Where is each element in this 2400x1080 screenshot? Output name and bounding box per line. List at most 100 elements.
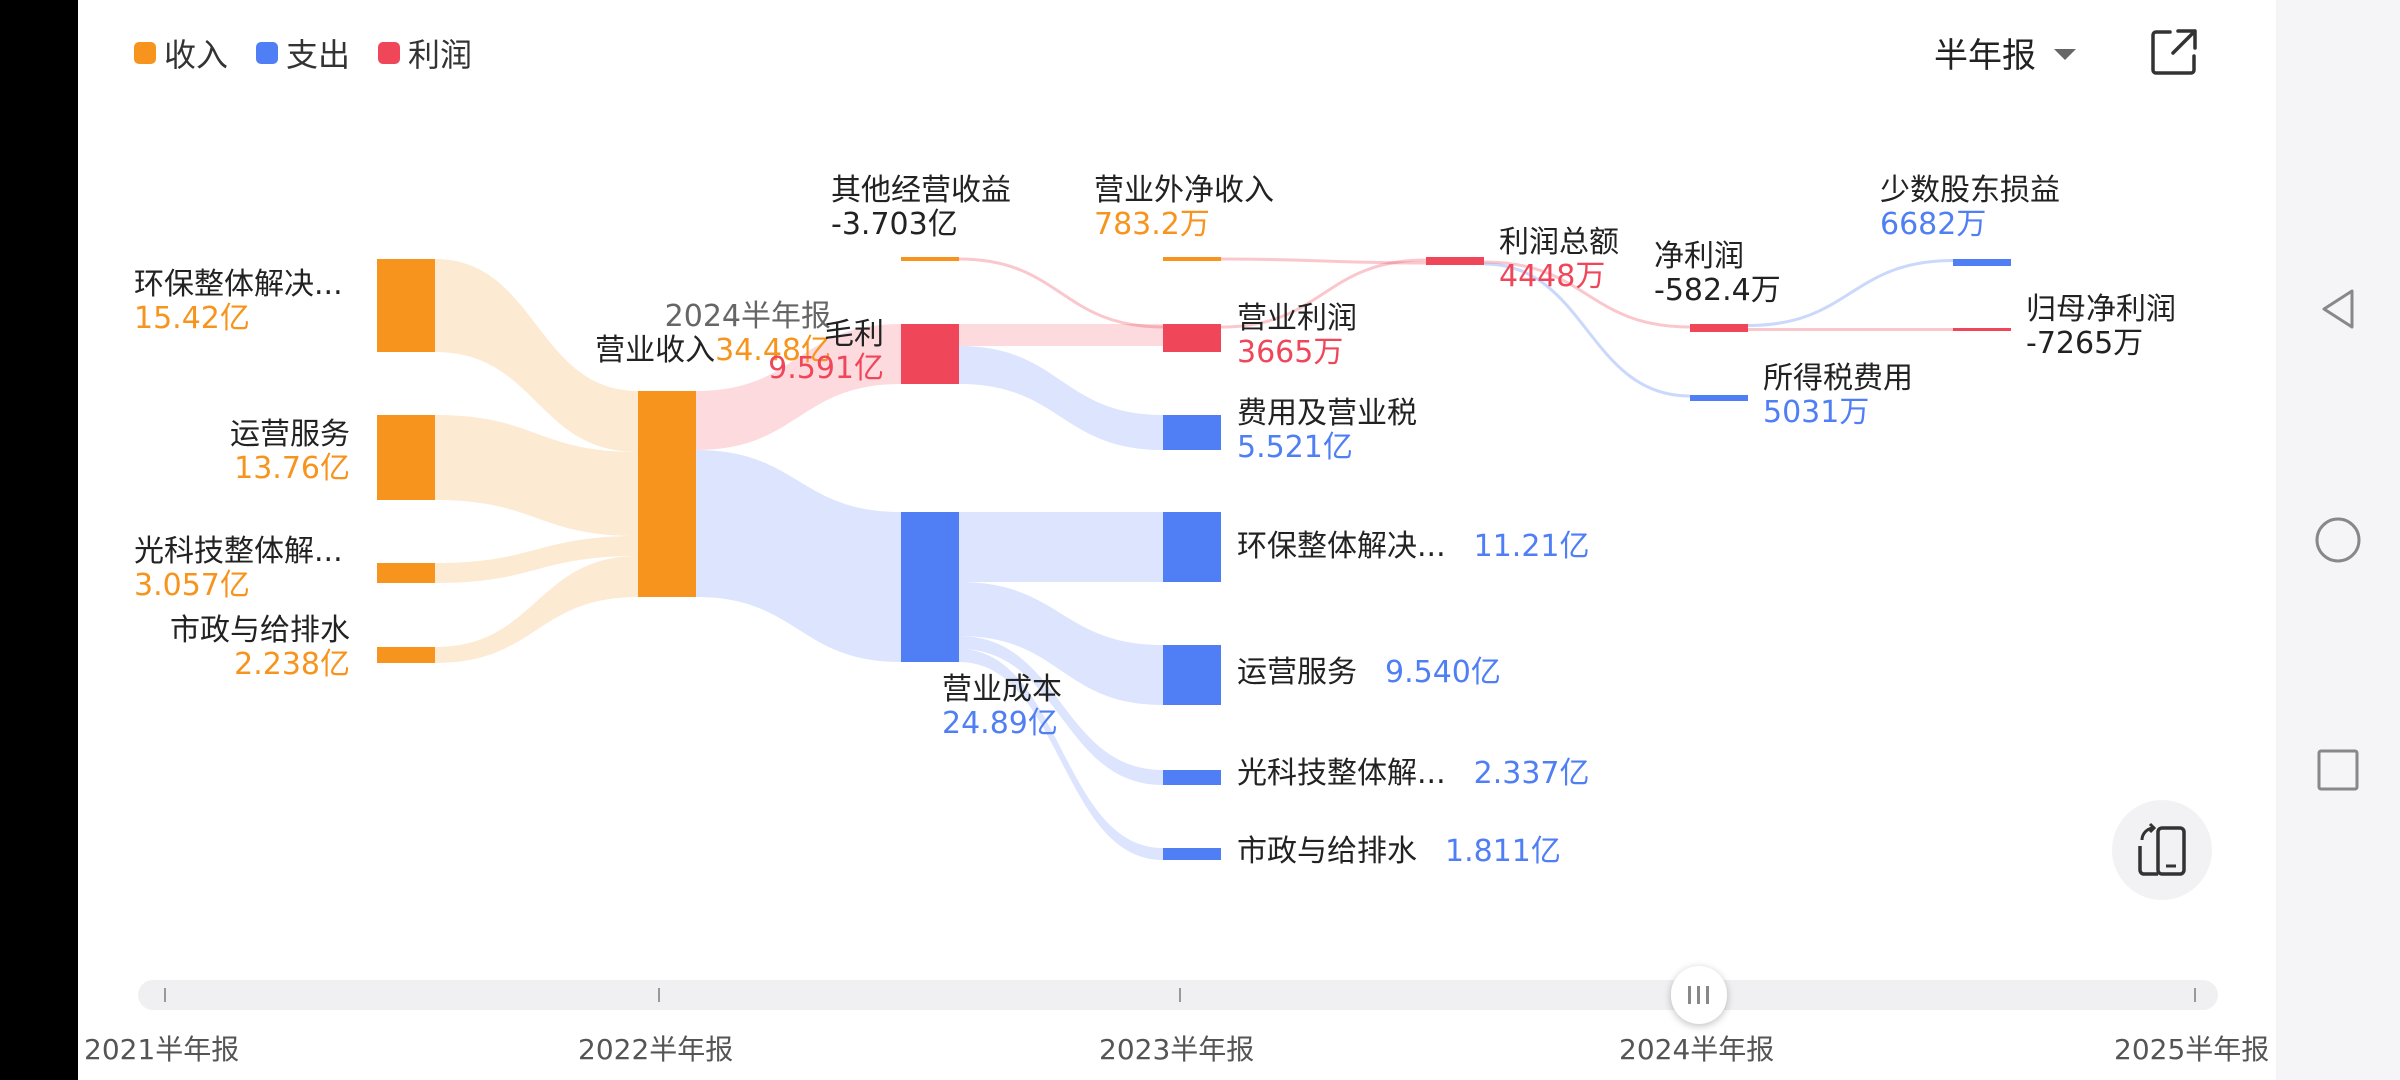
sankey-label-ops_cost: 运营服务 9.540亿 xyxy=(1237,656,1501,690)
sankey-node-cost[interactable] xyxy=(901,512,959,662)
rotate-screen-button[interactable] xyxy=(2112,800,2212,900)
node-name: 所得税费用 xyxy=(1763,361,1913,396)
sankey-node-ops_rev[interactable] xyxy=(377,415,435,500)
node-value: 13.76亿 xyxy=(234,451,350,486)
sankey-node-fees[interactable] xyxy=(1163,415,1221,450)
legend-label-expense: 支出 xyxy=(286,36,351,74)
sankey-node-nonop[interactable] xyxy=(1163,257,1221,261)
sankey-node-parent_np[interactable] xyxy=(1953,328,2011,331)
node-name: 其他经营收益 xyxy=(831,173,1011,208)
triangle-back-icon[interactable] xyxy=(2320,287,2356,331)
sankey-link-opt_rev-revenue[interactable] xyxy=(435,536,638,583)
node-name: 光科技整体解... xyxy=(1237,756,1446,791)
sankey-link-total_profit-net_profit[interactable] xyxy=(1483,260,1691,329)
sankey-node-minority[interactable] xyxy=(1953,259,2011,266)
sankey-link-revenue-gross[interactable] xyxy=(696,324,901,450)
timeline-tick xyxy=(1179,988,1181,1002)
sankey-node-opt_cost[interactable] xyxy=(1163,770,1221,785)
circle-home-icon[interactable] xyxy=(2314,516,2362,564)
sankey-link-net_profit-minority[interactable] xyxy=(1747,259,1954,327)
sankey-link-total_profit-tax[interactable] xyxy=(1483,262,1691,398)
node-name: 营业外净收入 xyxy=(1094,173,1274,208)
sankey-label-opt_rev: 光科技整体解...3.057亿 xyxy=(134,535,343,603)
sankey-node-opt_rev[interactable] xyxy=(377,563,435,583)
node-name: 市政与给排水 xyxy=(1237,834,1417,869)
node-name: 运营服务 xyxy=(230,417,350,452)
timeline-label[interactable]: 2025半年报 xyxy=(2114,1033,2270,1066)
node-value: 24.89亿 xyxy=(942,706,1058,741)
chevron-down-icon xyxy=(2054,49,2076,60)
sankey-node-total_profit[interactable] xyxy=(1426,257,1484,265)
sankey-node-tax[interactable] xyxy=(1690,395,1748,401)
sankey-link-cost-env_cost[interactable] xyxy=(959,512,1163,582)
legend: 收入 支出 利润 xyxy=(134,30,472,76)
sankey-node-op_profit[interactable] xyxy=(1163,324,1221,352)
timeline-label[interactable]: 2021半年报 xyxy=(84,1033,240,1066)
node-value: 11.21亿 xyxy=(1473,529,1590,564)
timeline-track[interactable] xyxy=(138,980,2218,1010)
sankey-link-gross-op_profit[interactable] xyxy=(959,324,1163,346)
sankey-link-ops_rev-revenue[interactable] xyxy=(435,415,638,536)
node-value: -7265万 xyxy=(2026,326,2144,361)
node-name: 利润总额 xyxy=(1499,225,1619,260)
node-name: 运营服务 xyxy=(1237,655,1357,690)
node-value: 1.811亿 xyxy=(1445,834,1561,869)
node-name: 环保整体解决... xyxy=(1237,529,1446,564)
sankey-link-op_profit-total_profit[interactable] xyxy=(1220,258,1427,329)
node-value: 5.521亿 xyxy=(1237,430,1353,465)
node-name: 营业成本 xyxy=(942,672,1062,707)
node-value: 9.540亿 xyxy=(1385,655,1501,690)
sankey-link-gross-fees[interactable] xyxy=(959,346,1163,450)
sankey-link-nonop-total_profit[interactable] xyxy=(1220,257,1427,265)
node-name: 归母净利润 xyxy=(2026,292,2176,327)
sankey-link-mun_rev-revenue[interactable] xyxy=(435,556,638,663)
sankey-link-revenue-cost[interactable] xyxy=(696,450,901,662)
sankey-label-mun_cost: 市政与给排水 1.811亿 xyxy=(1237,835,1561,869)
sankey-node-net_profit[interactable] xyxy=(1690,324,1748,332)
sankey-node-env_rev[interactable] xyxy=(377,259,435,352)
square-recents-icon[interactable] xyxy=(2316,748,2360,792)
sankey-link-cost-opt_cost[interactable] xyxy=(959,636,1163,785)
timeline-tick xyxy=(164,988,166,1002)
legend-swatch-income xyxy=(134,42,156,64)
sankey-link-cost-mun_cost[interactable] xyxy=(959,649,1163,860)
sankey-node-gross[interactable] xyxy=(901,324,959,384)
node-value: 9.591亿 xyxy=(768,351,884,386)
legend-item-expense[interactable]: 支出 xyxy=(256,30,350,76)
sankey-node-mun_rev[interactable] xyxy=(377,647,435,663)
node-value: 4448万 xyxy=(1499,259,1606,294)
timeline-label[interactable]: 2023半年报 xyxy=(1099,1033,1255,1066)
sankey-link-cost-ops_cost[interactable] xyxy=(959,582,1163,705)
sankey-label-parent_np: 归母净利润-7265万 xyxy=(2026,293,2176,361)
sankey-label-revenue: 2024半年报营业收入34.48亿 xyxy=(595,300,831,368)
sankey-node-other_op[interactable] xyxy=(901,257,959,261)
node-value: 783.2万 xyxy=(1094,207,1210,242)
timeline-label[interactable]: 2024半年报 xyxy=(1619,1033,1775,1066)
system-nav-bar xyxy=(2276,0,2400,1080)
period-select[interactable]: 半年报 xyxy=(1934,28,2076,77)
sankey-node-ops_cost[interactable] xyxy=(1163,645,1221,705)
sankey-node-mun_cost[interactable] xyxy=(1163,848,1221,860)
phone-rotate-icon xyxy=(2138,822,2186,876)
share-external-icon[interactable] xyxy=(2148,26,2200,78)
legend-item-income[interactable]: 收入 xyxy=(134,30,228,76)
period-timeline[interactable] xyxy=(138,966,2218,1024)
sankey-node-revenue[interactable] xyxy=(638,391,696,597)
timeline-tick xyxy=(658,988,660,1002)
node-value: 5031万 xyxy=(1763,395,1870,430)
sankey-link-other_op-op_profit[interactable] xyxy=(958,257,1164,329)
timeline-handle[interactable] xyxy=(1671,966,1727,1024)
node-value: -3.703亿 xyxy=(831,207,958,242)
sankey-node-env_cost[interactable] xyxy=(1163,512,1221,582)
node-name: 光科技整体解... xyxy=(134,534,343,569)
legend-swatch-expense xyxy=(256,42,279,64)
sankey-label-opt_cost: 光科技整体解...2.337亿 xyxy=(1237,757,1590,791)
period-select-label: 半年报 xyxy=(1934,36,2036,76)
legend-item-profit[interactable]: 利润 xyxy=(378,30,472,76)
sankey-link-env_rev-revenue[interactable] xyxy=(435,259,638,452)
timeline-label[interactable]: 2022半年报 xyxy=(578,1033,734,1066)
